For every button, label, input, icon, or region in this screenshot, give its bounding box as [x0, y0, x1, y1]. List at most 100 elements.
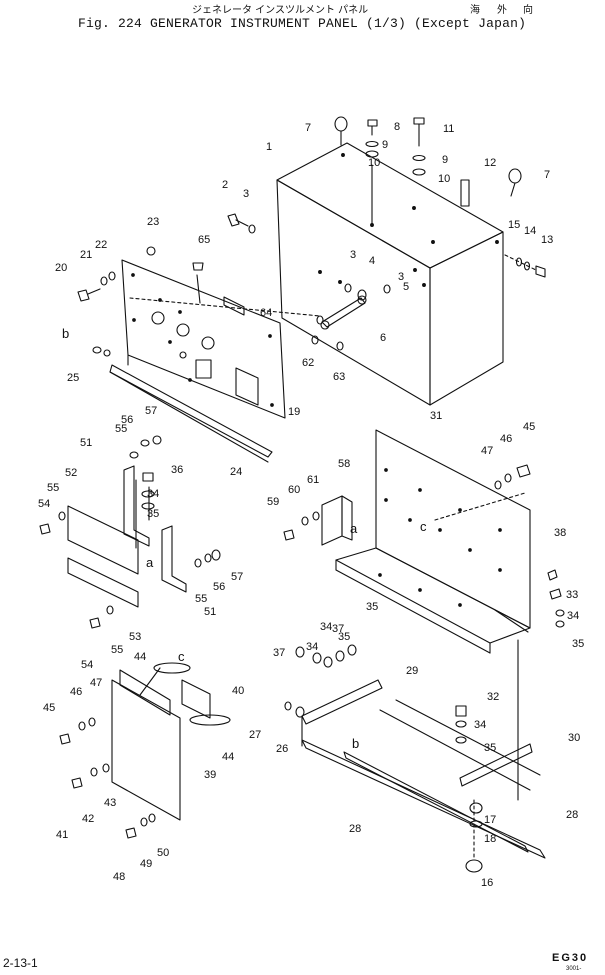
callout-6: 6 — [380, 332, 386, 344]
reference-letter-a: a — [350, 521, 358, 536]
callout-7: 7 — [305, 122, 311, 134]
lower-fasteners — [39, 435, 565, 873]
reference-letter-c: c — [178, 649, 185, 664]
callout-29: 29 — [406, 665, 418, 677]
eye-bolt-left — [334, 116, 348, 146]
callout-35: 35 — [572, 638, 584, 650]
callout-21: 21 — [80, 249, 92, 261]
callout-10: 10 — [368, 157, 380, 169]
callout-10: 10 — [438, 173, 450, 185]
callout-27: 27 — [249, 729, 261, 741]
callout-34: 34 — [306, 641, 318, 653]
callout-38: 38 — [554, 527, 566, 539]
bracket-58 — [321, 495, 353, 546]
callout-9: 9 — [442, 154, 448, 166]
callout-55: 55 — [195, 593, 207, 605]
region-char-3: 向 — [523, 5, 533, 16]
callout-49: 49 — [140, 858, 152, 870]
callout-41: 41 — [56, 829, 68, 841]
side-plate-53 — [67, 557, 139, 608]
callout-54: 54 — [81, 659, 93, 671]
callout-31: 31 — [430, 410, 442, 422]
page-number: 2-13-1 — [3, 956, 38, 970]
japanese-title: ジェネレータ インスツルメント パネル — [192, 5, 369, 16]
callout-5: 5 — [403, 281, 409, 293]
callout-23: 23 — [147, 216, 159, 228]
callout-18: 18 — [484, 833, 496, 845]
callout-64: 64 — [260, 307, 272, 319]
callout-4: 4 — [369, 255, 375, 267]
callout-62: 62 — [302, 357, 314, 369]
callout-47: 47 — [481, 445, 493, 457]
callout-51: 51 — [204, 606, 216, 618]
callout-39: 39 — [204, 769, 216, 781]
front-panel — [109, 259, 321, 463]
callout-48: 48 — [113, 871, 125, 883]
callout-56: 56 — [121, 414, 133, 426]
serial-code: 3001- — [566, 966, 582, 972]
callout-65: 65 — [198, 234, 210, 246]
callout-61: 61 — [307, 474, 319, 486]
callout-19: 19 — [288, 406, 300, 418]
model-code: EG30 — [552, 952, 589, 964]
enclosure-cover — [276, 142, 504, 406]
callout-42: 42 — [82, 813, 94, 825]
callout-56: 56 — [213, 581, 225, 593]
callout-26: 26 — [276, 743, 288, 755]
callout-54: 54 — [38, 498, 50, 510]
callout-8: 8 — [394, 121, 400, 133]
angle-bracket-51 — [123, 465, 187, 593]
region-char-1: 海 — [470, 5, 480, 16]
callout-15: 15 — [508, 219, 520, 231]
callout-57: 57 — [145, 405, 157, 417]
callout-2: 2 — [222, 179, 228, 191]
callout-37: 37 — [332, 623, 344, 635]
figure-title: Fig. 224 GENERATOR INSTRUMENT PANEL (1/3… — [78, 16, 527, 31]
callout-44: 44 — [222, 751, 234, 763]
callout-32: 32 — [487, 691, 499, 703]
callout-14: 14 — [524, 225, 536, 237]
callout-9: 9 — [382, 139, 388, 151]
callout-3: 3 — [243, 188, 249, 200]
callout-1: 1 — [266, 141, 272, 153]
callout-55: 55 — [47, 482, 59, 494]
callout-30: 30 — [568, 732, 580, 744]
callout-12: 12 — [484, 157, 496, 169]
callout-labels: 1233345677899101011121314151617181920212… — [38, 121, 584, 889]
callout-35: 35 — [366, 601, 378, 613]
callout-7: 7 — [544, 169, 550, 181]
region-char-2: 外 — [497, 5, 507, 16]
callout-44: 44 — [134, 651, 146, 663]
callout-34: 34 — [474, 719, 486, 731]
rear-base-panel — [335, 429, 531, 654]
callout-55: 55 — [115, 423, 127, 435]
callout-60: 60 — [288, 484, 300, 496]
callout-53: 53 — [129, 631, 141, 643]
callout-57: 57 — [231, 571, 243, 583]
callout-40: 40 — [232, 685, 244, 697]
callout-13: 13 — [541, 234, 553, 246]
callout-33: 33 — [566, 589, 578, 601]
callout-25: 25 — [67, 372, 79, 384]
callout-28: 28 — [349, 823, 361, 835]
top-fasteners — [365, 117, 470, 207]
callout-47: 47 — [90, 677, 102, 689]
link-arm — [320, 295, 367, 330]
callout-52: 52 — [65, 467, 77, 479]
right-fasteners — [504, 254, 546, 278]
callout-35: 35 — [484, 742, 496, 754]
callout-35: 35 — [338, 631, 350, 643]
callout-34: 34 — [320, 621, 332, 633]
callout-45: 45 — [43, 702, 55, 714]
japanese-title-row: ジェネレータ インスツルメント パネル 海 外 向 — [0, 1, 605, 16]
reference-letter-b: b — [352, 736, 359, 751]
callout-46: 46 — [70, 686, 82, 698]
callout-37: 37 — [273, 647, 285, 659]
callout-63: 63 — [333, 371, 345, 383]
callout-22: 22 — [95, 239, 107, 251]
callout-28: 28 — [566, 809, 578, 821]
lower-bracket-39 — [111, 662, 231, 821]
callout-11: 11 — [443, 123, 454, 135]
side-plate-52 — [67, 505, 139, 575]
